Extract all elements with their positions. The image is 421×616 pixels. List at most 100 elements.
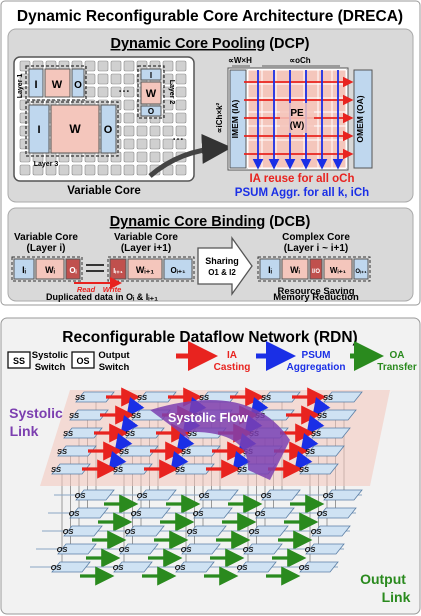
zoom-arrow	[148, 133, 232, 178]
cell-wi1-label: Wᵢ₊₁	[136, 265, 155, 275]
core-cell	[97, 60, 109, 72]
systolic-switch-label: SS	[75, 393, 85, 402]
layer2-o	[140, 105, 162, 117]
core-cell	[110, 164, 122, 176]
core-cell	[175, 73, 187, 85]
output-switch-label: OS	[255, 509, 266, 518]
cell-wi-label: Wᵢ	[45, 265, 55, 275]
core-cell	[71, 164, 83, 176]
output-switch-label: OS	[175, 563, 186, 572]
output-switch-label: OS	[237, 563, 248, 572]
output-switch-label: OS	[299, 563, 310, 572]
core-cell	[149, 138, 161, 150]
systolic-switch	[75, 391, 115, 403]
output-switch	[51, 561, 91, 573]
core-cell	[32, 164, 44, 176]
cc-title: Complex Core	[282, 232, 350, 243]
ellipsis: …	[118, 81, 130, 95]
output-link-label1: Output	[360, 571, 406, 587]
output-switch	[317, 507, 357, 519]
systolic-flow-label: Systolic Flow	[168, 411, 248, 425]
core-cell	[19, 60, 31, 72]
systolic-switch-label: SS	[63, 429, 73, 438]
core-cell	[45, 164, 57, 176]
legend-oa-label2: Transfer	[377, 362, 417, 373]
cc-cell-wi1	[323, 258, 353, 280]
legend-ss-label2: Switch	[35, 362, 66, 373]
legend-ss-text: SS	[13, 356, 25, 366]
legend-os-text: OS	[76, 356, 89, 366]
ia-reuse-text: IA reuse for all oCh	[249, 173, 354, 185]
core-cell	[123, 86, 135, 98]
rdn-title: Reconfigurable Dataflow Network (RDN)	[62, 329, 357, 346]
systolic-switch	[113, 463, 153, 475]
pe-w-label: (W)	[290, 120, 305, 130]
layer3-w-label: W	[69, 122, 81, 136]
output-switch-label: OS	[243, 545, 254, 554]
omem-label: OMEM (OA)	[355, 95, 365, 142]
legend-os-label1: Output	[98, 350, 130, 361]
core-cell	[162, 112, 174, 124]
cell-oi1	[163, 258, 193, 280]
core-cell	[175, 60, 187, 72]
core-cell	[149, 125, 161, 137]
systolic-switch-label: SS	[311, 429, 321, 438]
dim-och: ∝oCh	[289, 56, 310, 65]
output-switch-label: OS	[249, 527, 260, 536]
output-switch	[243, 543, 283, 555]
systolic-switch-label: SS	[237, 465, 247, 474]
write-label: Write	[103, 285, 122, 294]
cell-ii-label: Iᵢ	[22, 265, 27, 275]
output-switch-label: OS	[131, 509, 142, 518]
dreca-panel: Dynamic Reconfigurable Core Architecture…	[0, 0, 421, 306]
layer3-i	[28, 104, 50, 154]
output-switch-label: OS	[57, 545, 68, 554]
output-switch-label: OS	[51, 563, 62, 572]
output-switch	[255, 507, 295, 519]
cell-ii1-label: Iᵢ₊₁	[113, 268, 123, 275]
dcb-left-cores: Iᵢ Wᵢ Oᵢ Iᵢ₊₁ Wᵢ₊₁ Oᵢ₊₁ Read Write Dupli…	[11, 256, 195, 294]
systolic-switch-label: SS	[125, 429, 135, 438]
core-cell	[162, 138, 174, 150]
layer3-label: Layer 3	[34, 161, 59, 168]
cc-cell-oi1	[353, 258, 369, 280]
layer3-block	[25, 101, 119, 157]
cc-cell-wi1-label: Wᵢ₊₁	[330, 266, 347, 275]
core-cell	[110, 60, 122, 72]
output-switch	[249, 525, 289, 537]
layer1-w-label: W	[52, 79, 63, 91]
core-cell	[58, 164, 70, 176]
output-switch-label: OS	[187, 527, 198, 536]
core-cell	[110, 86, 122, 98]
vc-a-title: Variable Core	[14, 232, 78, 243]
dcb-heading: Dynamic Core Binding(DCB)	[110, 214, 311, 230]
output-switch-label: OS	[311, 527, 322, 536]
output-switch	[137, 489, 177, 501]
layer2-i-label: I	[150, 71, 152, 80]
layer3-o-label: O	[104, 124, 113, 136]
output-switch	[119, 543, 159, 555]
systolic-switch	[57, 445, 97, 457]
core-cell	[97, 86, 109, 98]
output-switch-label: OS	[193, 509, 204, 518]
output-switch	[175, 561, 215, 573]
output-switch-label: OS	[199, 491, 210, 500]
omem-block	[353, 69, 373, 169]
pe-array: ∝W×H ∝oCh ∝iCh×k² IMEM (IA) OMEM (OA) PE…	[215, 56, 373, 199]
core-cell	[123, 125, 135, 137]
output-switch-label: OS	[305, 545, 316, 554]
core-i-frame	[11, 256, 83, 282]
layer2-i	[140, 68, 162, 81]
cell-wi1	[127, 258, 163, 280]
systolic-switch-label: SS	[119, 447, 129, 456]
systolic-link-label2: Link	[10, 423, 39, 439]
output-switch	[305, 543, 345, 555]
core-cell	[123, 99, 135, 111]
systolic-switch-label: SS	[131, 411, 141, 420]
legend-os-label2: Switch	[99, 362, 130, 373]
core-cell	[19, 151, 31, 163]
cell-wi	[35, 258, 65, 280]
core-cell	[84, 73, 96, 85]
